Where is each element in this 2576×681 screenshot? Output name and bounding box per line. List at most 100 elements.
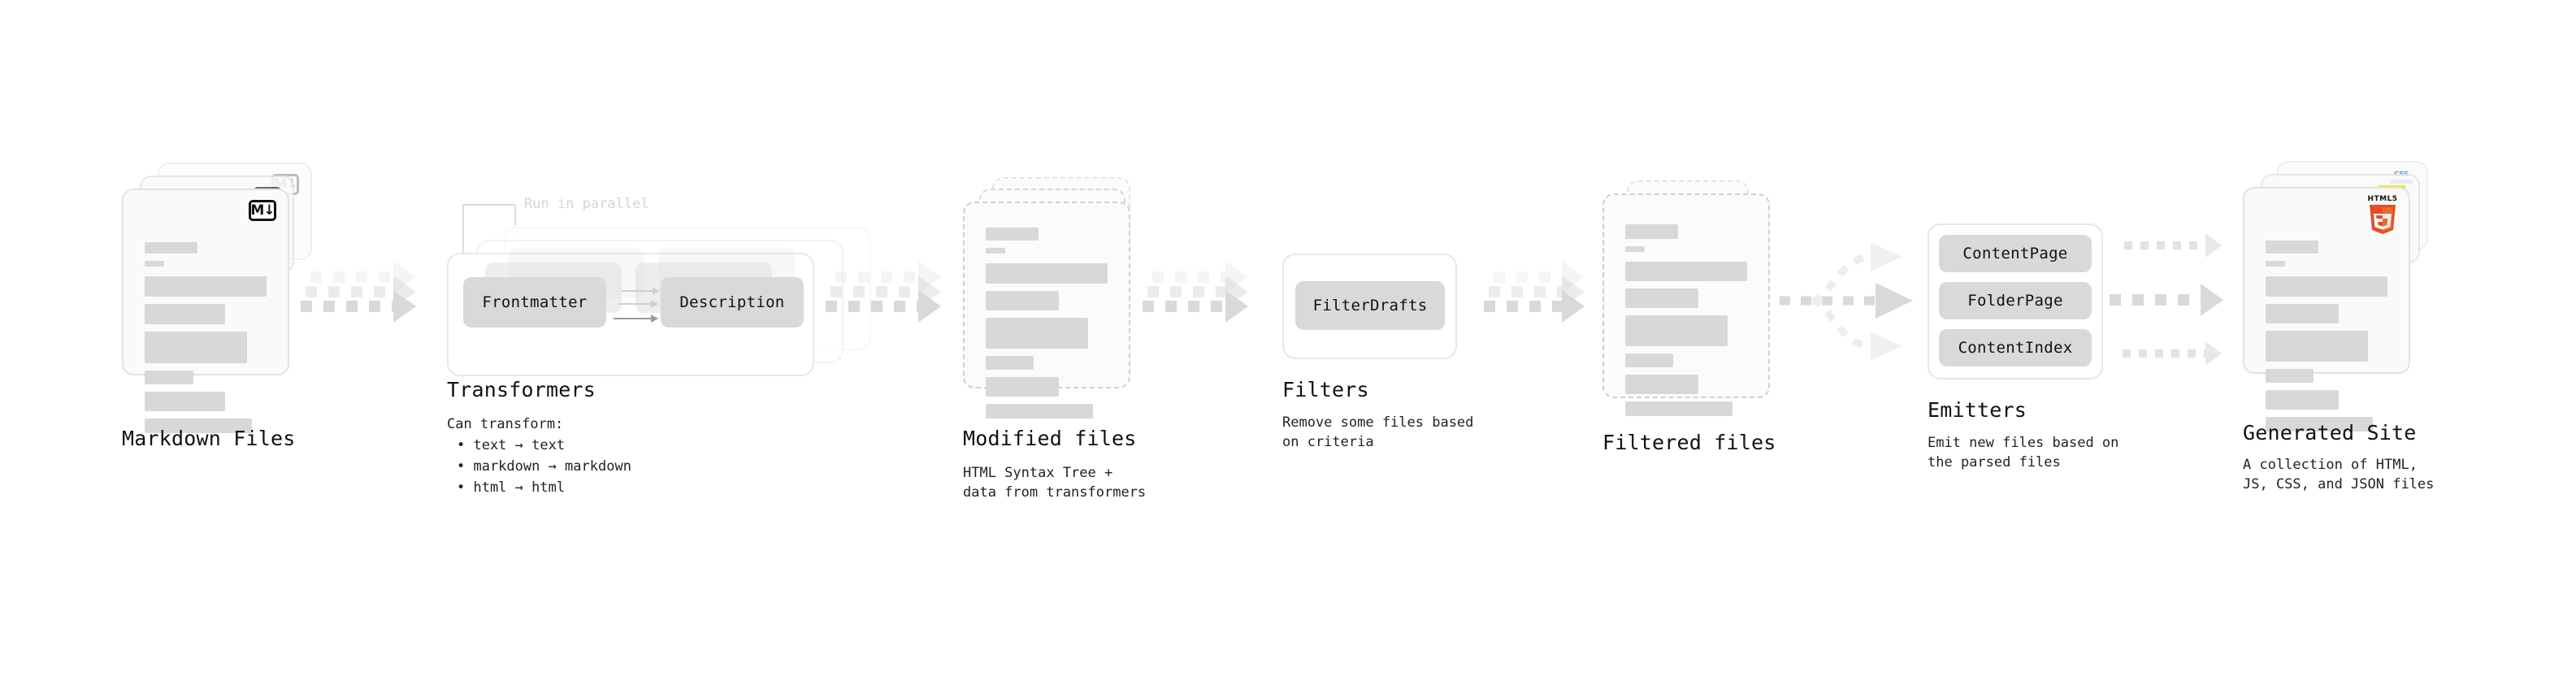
arrow-head-icon <box>2205 233 2222 258</box>
doc-skeleton-bars <box>145 242 267 440</box>
doc-skeleton-bars <box>1625 224 1747 423</box>
connector-dots <box>2124 241 2206 249</box>
transformers-title: Transformers <box>447 378 596 401</box>
skeleton-bar <box>2266 369 2314 383</box>
connector-dots <box>1143 301 1226 312</box>
skeleton-bar <box>986 248 1005 254</box>
skeleton-bar <box>145 419 252 433</box>
markdown-badge-icon: M↓ <box>249 200 276 221</box>
transformer-inner-arrow <box>618 300 658 308</box>
chip-label: FilterDrafts <box>1312 297 1428 314</box>
generated-site-title: Generated Site <box>2243 421 2417 445</box>
connector-dots <box>830 286 919 297</box>
skeleton-bar <box>145 276 267 297</box>
skeleton-bar <box>1625 224 1678 239</box>
emitters-chip-contentindex[interactable]: ContentIndex <box>1939 329 2092 367</box>
parallel-bracket-stub <box>462 223 464 253</box>
skeleton-bar <box>145 304 225 324</box>
filtered-files-title: Filtered files <box>1602 431 1776 454</box>
connector-dots <box>310 271 394 283</box>
markdown-doc-front: M↓ <box>122 189 289 433</box>
arrow-head-icon <box>1225 290 1248 323</box>
arrow-head-icon <box>393 290 416 323</box>
skeleton-bar <box>2266 390 2339 410</box>
html5-badge-label: HTML5 <box>2367 195 2398 203</box>
skeleton-bar <box>1625 401 1733 416</box>
connector-dots <box>835 271 919 283</box>
chip-label: Description <box>679 293 785 311</box>
skeleton-bar <box>986 404 1093 419</box>
emitters-subtitle: Emit new files based on the parsed files <box>1928 435 2119 471</box>
transformers-bullet: • html → html <box>457 479 566 496</box>
connector-arrow <box>301 290 416 323</box>
skeleton-bar <box>986 377 1059 397</box>
skeleton-bar <box>1625 375 1698 394</box>
connector-dots <box>1484 301 1563 312</box>
skeleton-bar <box>2266 261 2285 267</box>
skeleton-bar <box>1625 246 1645 252</box>
chip-label: ContentIndex <box>1958 339 2073 357</box>
html5-badge-icon: HTML5 <box>2366 195 2399 236</box>
fanout-arrows-icon <box>1780 242 1913 361</box>
skeleton-bar <box>145 242 197 254</box>
skeleton-bar <box>1625 315 1728 346</box>
filters-chip-filterdrafts[interactable]: FilterDrafts <box>1295 281 1445 330</box>
transformers-subtitle-intro: Can transform: <box>447 416 564 432</box>
skeleton-bar <box>2266 276 2387 297</box>
skeleton-bar <box>145 371 193 384</box>
generated-doc-front: HTML5 <box>2243 187 2410 432</box>
skeleton-bar <box>986 356 1034 370</box>
parallel-bracket-stub <box>514 204 516 225</box>
emitters-title: Emitters <box>1928 398 2027 422</box>
connector-dots <box>1152 271 1226 283</box>
skeleton-bar <box>2266 304 2339 323</box>
transformer-chip-description[interactable]: Description <box>661 277 804 327</box>
filtered-doc-front <box>1602 193 1770 416</box>
filters-subtitle: Remove some files based on criteria <box>1282 414 1474 450</box>
connector-arrow <box>2110 284 2223 316</box>
markdown-files-title: Markdown Files <box>122 427 296 450</box>
skeleton-bar <box>986 263 1108 284</box>
connector-dots <box>306 286 394 297</box>
skeleton-bar <box>145 392 225 411</box>
transformers-bullet: • text → text <box>457 437 566 453</box>
doc-skeleton-bars <box>2266 241 2387 439</box>
emitters-chip-contentpage[interactable]: ContentPage <box>1939 235 2092 272</box>
modified-doc-front <box>963 202 1130 419</box>
chip-label: FolderPage <box>1967 292 2063 310</box>
filters-title: Filters <box>1282 378 1369 401</box>
parallel-bracket <box>462 204 516 225</box>
connector-dots <box>1147 286 1226 297</box>
emitters-chip-folderpage[interactable]: FolderPage <box>1939 282 2092 319</box>
skeleton-bar <box>2266 417 2373 432</box>
run-in-parallel-label: Run in parallel <box>524 196 649 212</box>
transformers-bullet: • markdown → markdown <box>457 458 631 475</box>
connector-arrow <box>1143 290 1248 323</box>
skeleton-bar <box>145 332 247 363</box>
connector-dots <box>301 301 394 312</box>
transformer-chip-frontmatter[interactable]: Frontmatter <box>463 277 606 327</box>
markdown-badge-arrow: ↓ <box>263 202 275 219</box>
connector-dots <box>826 301 919 312</box>
connector-dots <box>1494 271 1563 283</box>
skeleton-bar <box>1625 262 1747 281</box>
arrow-head-icon <box>2205 341 2222 366</box>
skeleton-bar <box>2266 241 2318 254</box>
fanout-connector <box>1780 228 1926 374</box>
skeleton-bar <box>1625 354 1673 367</box>
modified-files-subtitle: HTML Syntax Tree + data from transformer… <box>963 465 1147 501</box>
connector-dots <box>2123 349 2206 358</box>
skeleton-bar <box>986 291 1059 310</box>
skeleton-bar <box>2266 331 2368 362</box>
arrow-head-icon <box>918 290 941 323</box>
connector-dots <box>1489 286 1563 297</box>
skeleton-bar <box>145 261 164 267</box>
connector-arrow <box>2124 233 2222 258</box>
chip-label: Frontmatter <box>482 293 588 311</box>
generated-site-subtitle: A collection of HTML, JS, CSS, and JSON … <box>2243 457 2435 492</box>
html5-shield-icon <box>2370 205 2396 234</box>
skeleton-bar <box>1625 288 1698 308</box>
connector-dots <box>2110 294 2201 306</box>
transformer-inner-arrow <box>622 287 660 295</box>
